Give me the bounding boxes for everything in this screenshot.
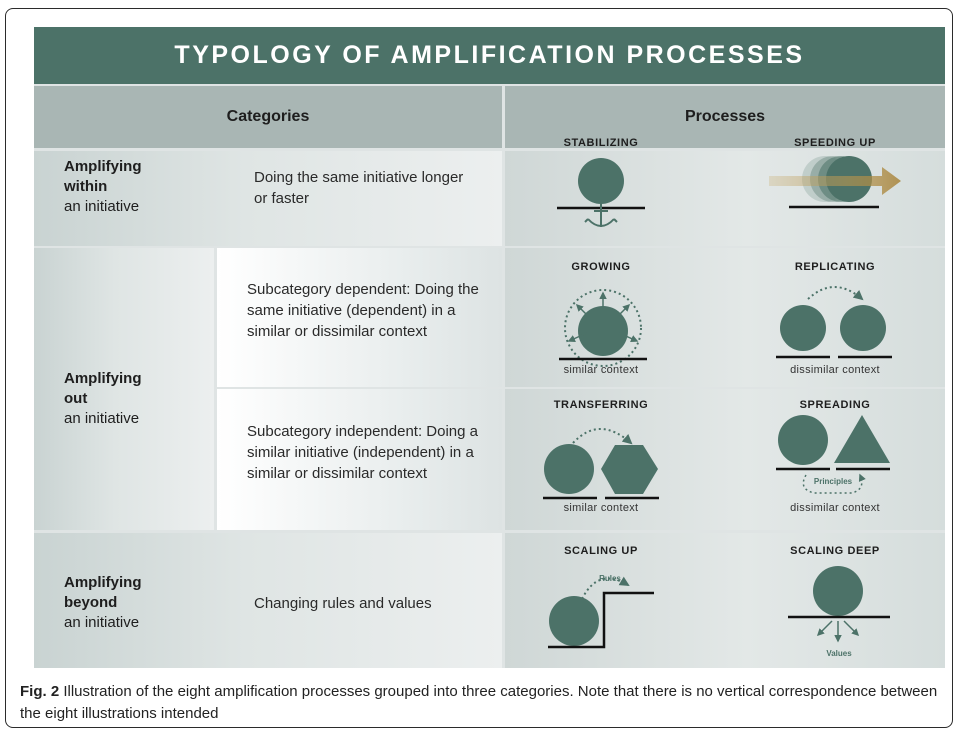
category-within: Amplifying within an initiative (64, 158, 142, 215)
caption-text: Illustration of the eight amplification … (20, 683, 938, 722)
description-dependent: Subcategory dependent: Doing the same in… (247, 281, 479, 340)
label-transferring: TRANSFERRING (553, 399, 649, 411)
arrow-right-icon (769, 167, 901, 195)
label-scaling-up: SCALING UP (564, 545, 638, 557)
context-replicating: dissimilar context (790, 364, 880, 376)
label-scaling-deep: SCALING DEEP (790, 545, 880, 557)
label-replicating: REPLICATING (794, 261, 876, 273)
replicating-illustration (776, 286, 892, 359)
typology-panel: TYPOLOGY OF AMPLIFICATION PROCESSES Cate… (34, 27, 945, 668)
values-note: Values (826, 649, 852, 658)
context-growing: similar context (563, 364, 639, 376)
transferring-illustration (543, 428, 659, 500)
figure-number: Fig. 2 (20, 683, 60, 700)
category-out: Amplifying out an initiative (64, 370, 142, 427)
label-spreading: SPREADING (799, 399, 871, 411)
row-beyond-category-cell (34, 533, 502, 668)
row-within-process-cell (505, 151, 945, 246)
context-spreading: dissimilar context (790, 502, 880, 514)
header-categories: Categories (34, 86, 502, 148)
scaling-up-illustration: Rules (548, 574, 654, 649)
category-beyond: Amplifying beyond an initiative (64, 574, 142, 631)
figure-frame (5, 8, 953, 728)
figure-caption: Fig. 2 Illustration of the eight amplifi… (20, 681, 940, 725)
label-growing: GROWING (571, 261, 631, 273)
row-within-category-cell (34, 151, 502, 246)
description-within: Doing the same initiative longer or fast… (254, 169, 464, 207)
spreading-illustration: Principles (776, 415, 890, 494)
diagram-title: TYPOLOGY OF AMPLIFICATION PROCESSES (34, 27, 945, 84)
row-out-sub1-cell (217, 248, 502, 387)
header-processes: Processes (505, 86, 945, 148)
row-out-sub2-cell (217, 389, 502, 530)
description-independent: Subcategory independent: Doing a similar… (247, 423, 479, 482)
stabilizing-illustration (557, 158, 645, 227)
row-out-category-cell (34, 248, 214, 530)
growing-illustration (559, 289, 647, 367)
label-speeding-up: SPEEDING UP (794, 137, 876, 149)
speeding-up-illustration (769, 156, 901, 209)
principles-note: Principles (814, 477, 853, 486)
anchor-icon (584, 193, 618, 227)
rules-note: Rules (599, 574, 621, 583)
context-transferring: similar context (563, 502, 639, 514)
scaling-deep-illustration: Values (788, 566, 890, 658)
label-stabilizing: STABILIZING (563, 137, 639, 149)
description-beyond: Changing rules and values (254, 595, 432, 612)
